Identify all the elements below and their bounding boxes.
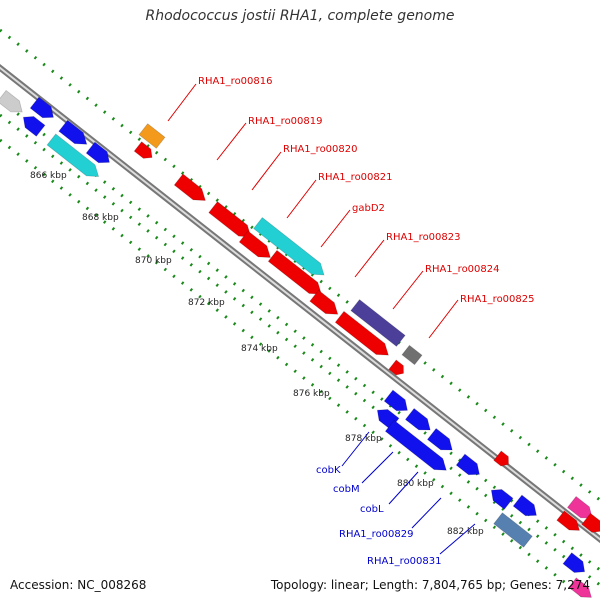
topology-text: Topology: linear; Length: 7,804,765 bp; … (270, 578, 590, 592)
gene-arrow-red[interactable] (556, 510, 583, 535)
gene-arrow-orange[interactable] (138, 123, 166, 149)
gene-arrow-blue[interactable] (426, 427, 456, 455)
genome-backbone (0, 64, 600, 544)
map-title: Rhodococcus jostii RHA1, complete genome (145, 8, 455, 24)
gene-label-cobM[interactable]: cobM (333, 484, 360, 495)
bottom-gene-labels: cobK cobM cobL RHA1_ro00829 RHA1_ro00831 (316, 431, 476, 567)
gene-label-cobL[interactable]: cobL (360, 504, 384, 515)
gene-arrow-gray[interactable] (0, 89, 27, 117)
gene-label-ro00816[interactable]: RHA1_ro00816 (198, 76, 273, 87)
gene-label-ro00831[interactable]: RHA1_ro00831 (367, 556, 442, 567)
gene-arrow-red[interactable] (267, 249, 325, 299)
gene-arrow-blue[interactable] (487, 485, 514, 510)
gene-arrow-purple[interactable] (350, 299, 406, 347)
gene-arrow-blue[interactable] (19, 112, 46, 137)
tick-label: 876 kbp (293, 389, 330, 399)
guide-dots-mid-bottom (0, 113, 600, 587)
gene-arrow-cyan[interactable] (46, 133, 103, 182)
gene-arrow-red[interactable] (581, 512, 600, 536)
gene-arrow-blue[interactable] (58, 119, 91, 150)
gene-arrow-red[interactable] (238, 230, 274, 263)
gene-arrow-blue[interactable] (562, 552, 589, 578)
gene-label-ro00820[interactable]: RHA1_ro00820 (283, 144, 358, 155)
tick-label: 872 kbp (188, 298, 225, 308)
tick-label: 868 kbp (82, 213, 119, 223)
gene-label-ro00823[interactable]: RHA1_ro00823 (386, 232, 461, 243)
gene-arrow-red[interactable] (493, 450, 512, 469)
gene-label-cobK[interactable]: cobK (316, 465, 341, 476)
gene-arrow-red[interactable] (334, 310, 392, 360)
gene-arrow-red[interactable] (133, 141, 156, 163)
gene-arrow-blue[interactable] (383, 389, 412, 416)
gene-arrow-red[interactable] (388, 359, 407, 378)
tick-label: 870 kbp (135, 256, 172, 266)
gene-arrow-blue[interactable] (384, 419, 450, 475)
gene-label-ro00824[interactable]: RHA1_ro00824 (425, 264, 500, 275)
gene-arrow-steel[interactable] (493, 512, 533, 548)
gene-arrow-gray[interactable] (401, 344, 423, 366)
gene-arrow-red[interactable] (173, 173, 209, 206)
tick-label: 880 kbp (397, 479, 434, 489)
gene-arrow-red[interactable] (309, 289, 342, 320)
gene-arrow-cyan[interactable] (253, 216, 329, 281)
gene-label-gabD2[interactable]: gabD2 (352, 203, 385, 214)
gene-arrow-blue[interactable] (404, 407, 434, 435)
top-gene-labels: RHA1_ro00816 RHA1_ro00819 RHA1_ro00820 R… (167, 76, 535, 339)
gene-label-ro00825[interactable]: RHA1_ro00825 (460, 294, 535, 305)
gene-features (0, 89, 600, 600)
gene-arrow-blue[interactable] (29, 96, 58, 123)
tick-label: 874 kbp (241, 344, 278, 354)
gene-arrow-blue[interactable] (85, 141, 114, 168)
gene-label-ro00819[interactable]: RHA1_ro00819 (248, 116, 323, 127)
gene-arrow-blue[interactable] (512, 494, 541, 521)
gene-label-ro00821[interactable]: RHA1_ro00821 (318, 172, 393, 183)
gene-label-ro00829[interactable]: RHA1_ro00829 (339, 529, 414, 540)
accession-text: Accession: NC_008268 (10, 578, 147, 592)
gene-arrow-pink[interactable] (566, 495, 596, 523)
tick-label: 866 kbp (30, 171, 67, 181)
gene-arrow-pink[interactable] (568, 577, 595, 600)
gene-arrow-blue[interactable] (455, 453, 484, 480)
